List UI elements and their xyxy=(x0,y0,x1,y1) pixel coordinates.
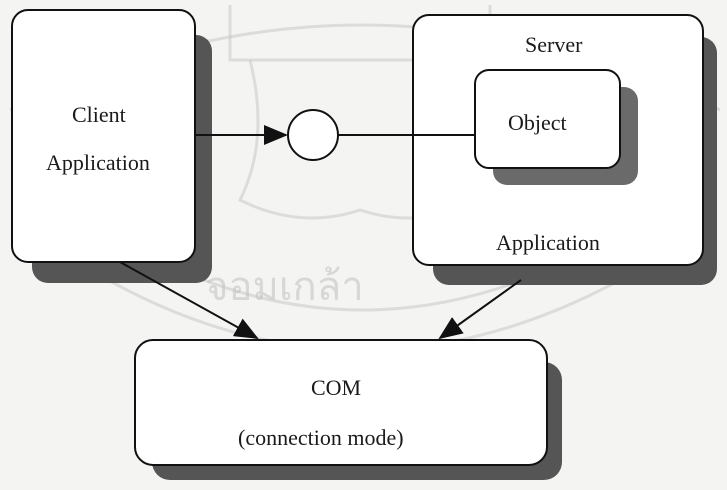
server-label-top: Server xyxy=(525,32,583,57)
server-label-bottom: Application xyxy=(496,230,600,255)
watermark-text: จอมเกล้า xyxy=(205,264,364,310)
client-application-box: Client Application xyxy=(11,9,212,283)
com-label-line2: (connection mode) xyxy=(238,425,404,450)
object-box xyxy=(474,69,621,169)
server-to-com-arrow xyxy=(438,279,522,340)
client-box xyxy=(11,9,196,263)
interface-circle xyxy=(287,109,339,161)
com-box xyxy=(134,339,548,466)
object-label: Object xyxy=(508,110,567,135)
object-box-group: Object xyxy=(474,69,638,185)
com-label-line1: COM xyxy=(311,375,361,400)
client-to-com-arrow xyxy=(119,261,259,339)
client-label-line1: Client xyxy=(72,102,126,127)
client-label-line2: Application xyxy=(46,150,150,175)
com-box-group: COM (connection mode) xyxy=(134,339,562,480)
